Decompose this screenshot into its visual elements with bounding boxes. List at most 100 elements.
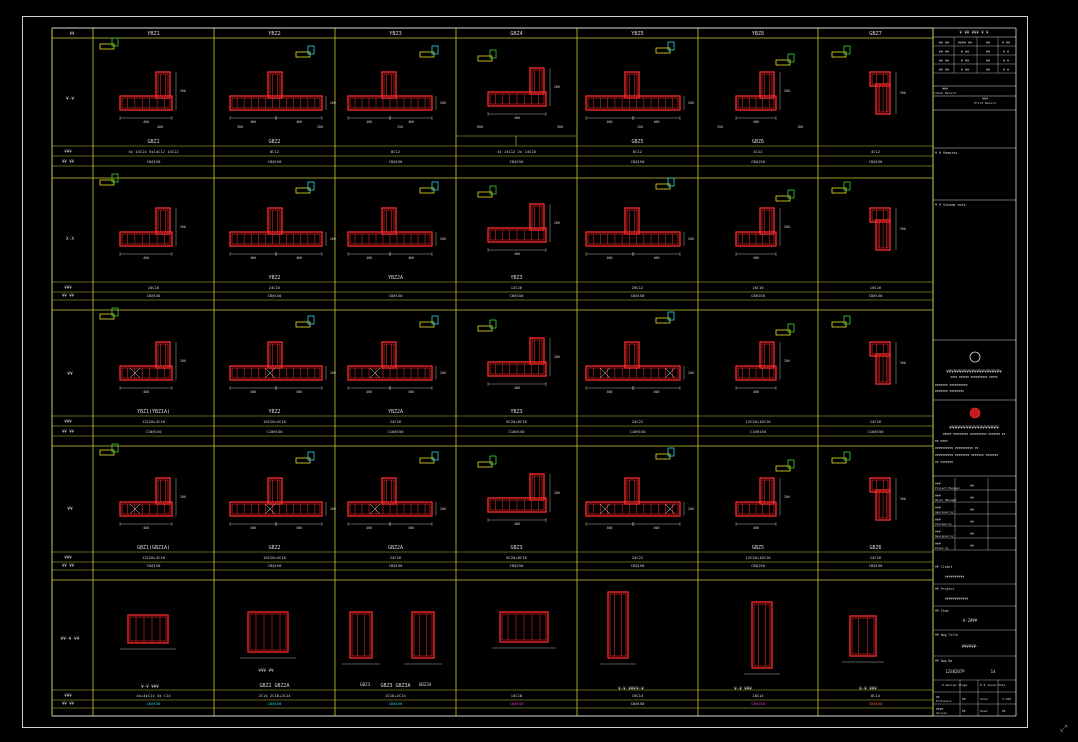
rebar-spec: 24C16 [390,555,402,560]
company2-name: ¥¥¥¥¥¥¥¥¥¥¥¥¥¥¥¥¥¥ [949,425,999,431]
ybz2-h-inner [231,367,321,379]
stirrup-spec: C8@150 [869,159,883,164]
tb-client: ¥¥¥¥¥¥¥¥¥¥ [945,575,964,579]
dim-value: 600 [477,125,483,129]
ybz2-h-inner [231,503,321,515]
detail-caption: ¥-¥ [636,686,644,691]
ybz1-v-inner [157,209,169,233]
tb-role-cn: ¥¥¥ [935,530,941,534]
rebar-tag [99,179,115,186]
tb-stamp: ¥¥¥ [942,87,948,91]
ybz3-v [381,341,397,369]
dim-label: 200 [554,491,560,495]
tb-role-name: ¥¥ [970,496,974,500]
dim-label: 400 [143,526,149,530]
dim-value: 400 [157,125,163,129]
dim-label: 200 [180,225,186,229]
dim-label: 400 [250,526,256,530]
ybz1-h-inner [121,367,171,379]
dim-label: 200 [554,221,560,225]
rebar-spec: 16C14 [632,693,644,698]
ybz1-h [119,231,173,247]
stirrup-spec: C8@150 [389,293,403,298]
dim-label: 200 [688,371,694,375]
rebar-tag [477,55,493,62]
stirrup-spec: C8@150 [389,701,403,706]
ybz6-h [735,365,777,381]
title-block: ¥ ¥¥ ¥¥¥ ¥ ¥¥¥ ¥¥¥¥¥¥ ¥¥¥¥¥ ¥¥¥¥ ¥¥¥ ¥¥¥… [933,27,1017,717]
ybz6-v-inner [761,73,773,97]
spec-label: ¥¥¥ [64,555,72,560]
rebar-spec: 12C20+16C16 [745,419,771,424]
ybz5-v [624,207,640,235]
stirrup-spec: C8@150 [389,563,403,568]
rebar-spec: 8C20+8C16 [506,555,527,560]
section-label: GBZ3 [510,545,522,551]
detail-caption: ¥¥¥ ¥¥ [258,668,274,673]
ybz1-v [155,207,171,235]
ybz6-h [735,501,777,517]
ybz6-h [735,231,777,247]
detail-caption: GBZ3 [360,682,371,687]
rebar-tag [295,187,311,194]
ybz5-v [624,341,640,369]
rebar-tag [295,51,311,58]
section-label: YBZ2 [268,275,280,281]
tb-cell: ¥ ¥ [1003,50,1009,54]
section-label: GBZ6 [752,139,764,145]
cross-mark [369,503,381,515]
dim-label: 400 [514,386,520,390]
detail-section-6 [751,601,773,669]
tb-notes: ¥ ¥ Remarks [935,151,957,155]
dim-label: 400 [296,120,302,124]
stirrup-spec: C10@150 [387,429,404,434]
gbz4-h [487,227,547,243]
rebar-tag [295,457,311,464]
tb-cell: ¥¥ [986,68,990,72]
rebar-spec: 4¢ 14C12 2¢ 14C10 [497,149,537,154]
ybz1-h [119,95,173,111]
cross-mark [264,367,276,379]
cross-mark [664,503,676,515]
rebar-spec: 4C12 [753,149,762,154]
dim-label: 200 [688,101,694,105]
rebar-tag [307,45,315,55]
rebar-spec: 12C20+4C16 [142,555,166,560]
tb-role-en: Approved by [935,510,954,514]
company2-line: ¥¥¥¥¥¥¥¥¥¥ ¥¥¥¥¥¥¥¥¥¥ ¥¥ [935,446,979,450]
dim-label: 400 [514,252,520,256]
stirrup-spec: C8@150 [869,293,883,298]
rebar-tag [831,457,847,464]
dim-value: 200 [317,125,323,129]
rebar-tag [787,323,795,333]
rebar-tag [111,443,119,453]
tb-role-cn: ¥¥¥ [935,518,941,522]
rebar-spec: 4C12 [871,149,880,154]
section-label: GBZ1(GBZ1A) [137,545,170,551]
rebar-tag [111,307,119,317]
ybz5-v [624,71,640,99]
dim-label: 200 [440,101,446,105]
tb-project: ¥¥¥¥¥¥¥¥¥¥¥¥ [945,597,968,601]
dim-label: 400 [250,256,256,260]
row-label: ¥¥-¥ ¥¥ [61,636,80,642]
dim-label: 400 [654,390,660,394]
tb-dwgtitle: ¥¥¥¥¥¥- [962,644,979,649]
section-label: GBZ3 GBZ3A [380,683,410,689]
detail-caption: ¥-¥ ¥¥¥ [859,686,877,691]
ybz1-v [155,477,171,505]
rebar-spec: 14C16 [870,555,882,560]
company2-line: ¥¥ ¥¥¥¥¥¥¥ [935,460,953,464]
ybz3-v-inner [383,479,395,503]
tb-cell: ¥ ¥¥ [961,50,969,54]
stirrup-spec: C8@150 [268,159,282,164]
row-label: X-X [66,236,74,242]
gbz7-top-inner [871,73,889,85]
dim-value: 150 [637,125,643,129]
cross-mark [129,503,141,515]
rebar-tag [477,461,493,468]
tb-foot-cell: ¥¥ [962,709,966,713]
rebar-tag [843,45,851,55]
section-label: GBZ2A [388,545,403,551]
rebar-tag [295,321,311,328]
